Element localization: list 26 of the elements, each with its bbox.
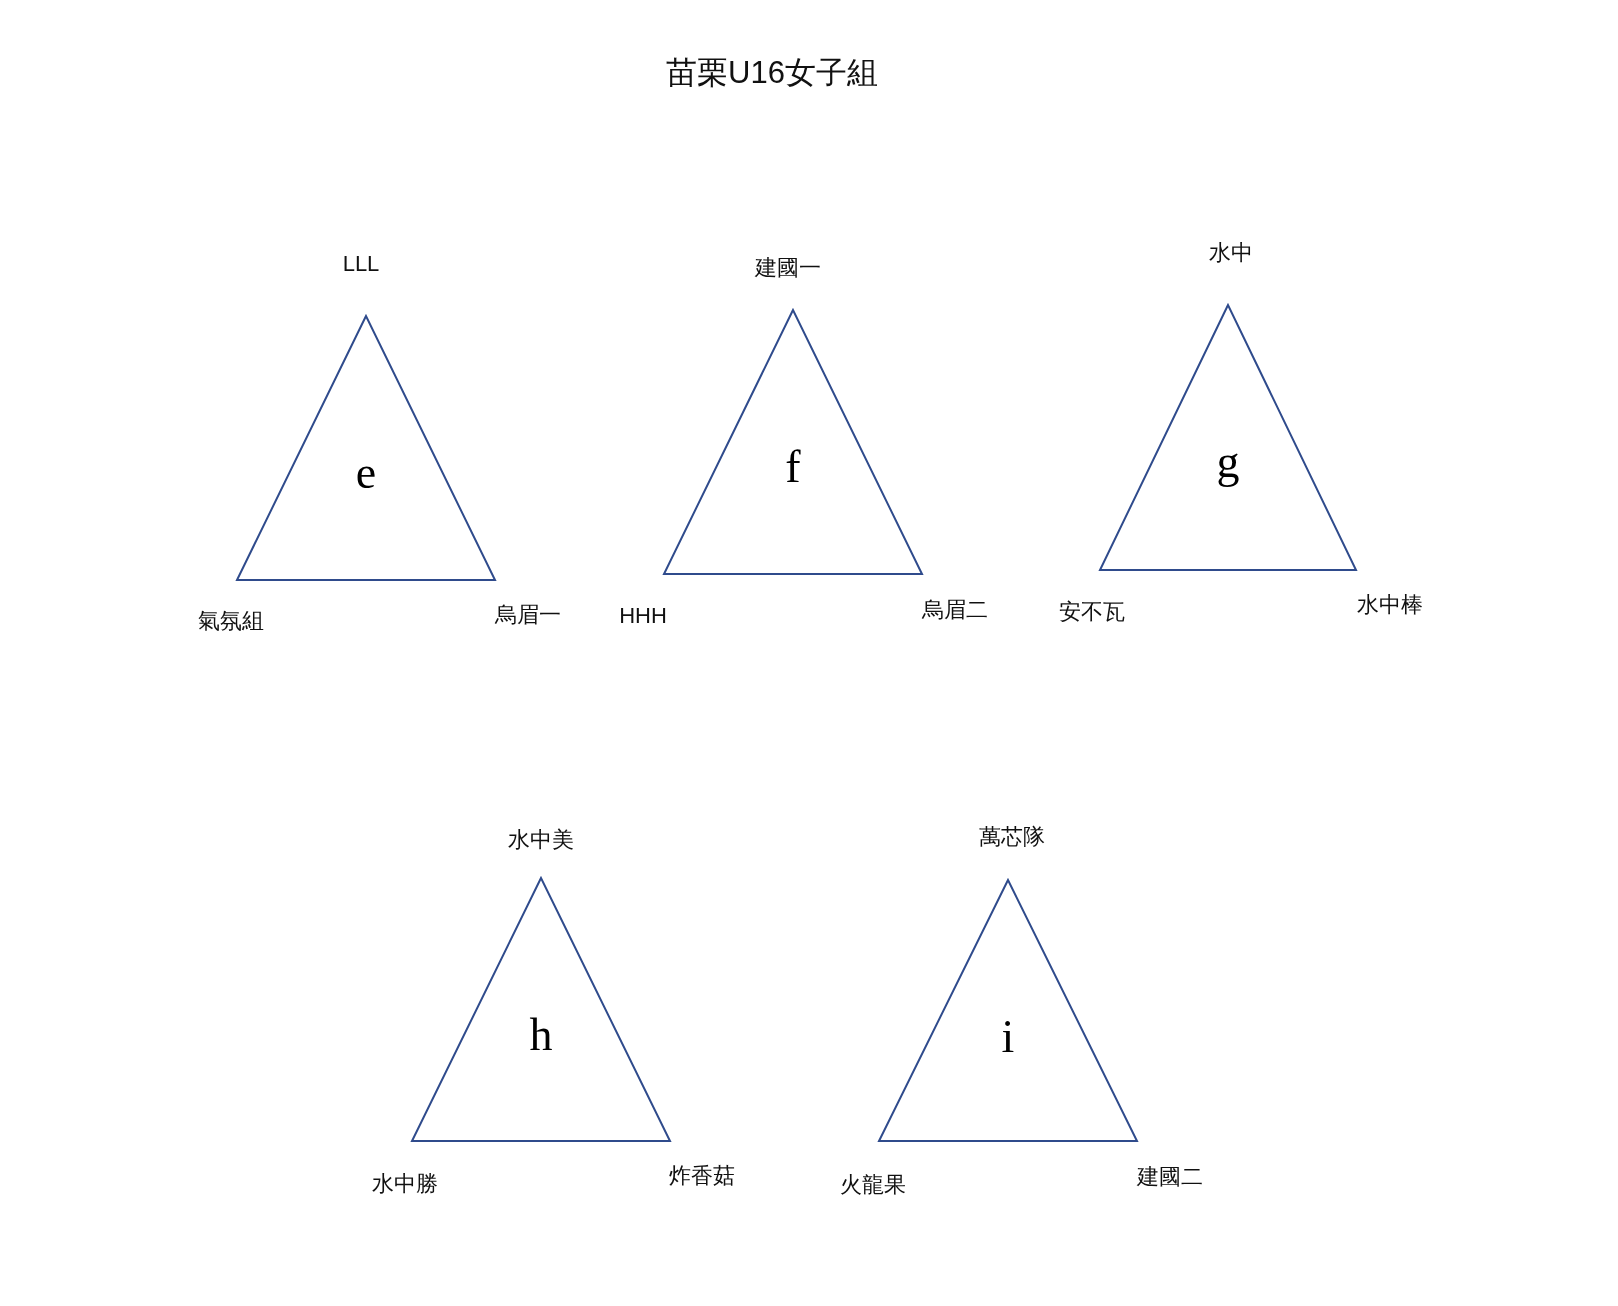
group-letter: g (1216, 439, 1240, 485)
team-label: 火龍果 (840, 1172, 906, 1198)
triangle (236, 315, 496, 581)
group-letter: i (1001, 1014, 1015, 1060)
team-label: 炸香菇 (669, 1163, 735, 1189)
team-label: LLL (342, 251, 380, 277)
triangle (878, 879, 1138, 1142)
triangle (411, 877, 671, 1142)
triangle (663, 309, 923, 575)
team-label: 安不瓦 (1059, 599, 1125, 625)
group-letter: e (355, 450, 377, 496)
team-label: 建國二 (1137, 1164, 1203, 1190)
group-letter: f (785, 444, 801, 490)
team-label: 水中棒 (1357, 592, 1423, 618)
team-label: 水中美 (508, 827, 574, 853)
title: 苗栗U16女子組 (666, 54, 878, 92)
team-label: 萬芯隊 (979, 824, 1045, 850)
team-label: 水中 (1209, 240, 1253, 266)
group-letter: h (529, 1012, 553, 1058)
team-label: 水中勝 (372, 1171, 438, 1197)
team-label: 烏眉二 (922, 597, 988, 623)
team-label: HHH (619, 603, 667, 629)
triangle (1099, 304, 1357, 571)
team-label: 烏眉一 (495, 602, 561, 628)
team-label: 建國一 (755, 255, 821, 281)
team-label: 氣氛組 (198, 608, 264, 634)
